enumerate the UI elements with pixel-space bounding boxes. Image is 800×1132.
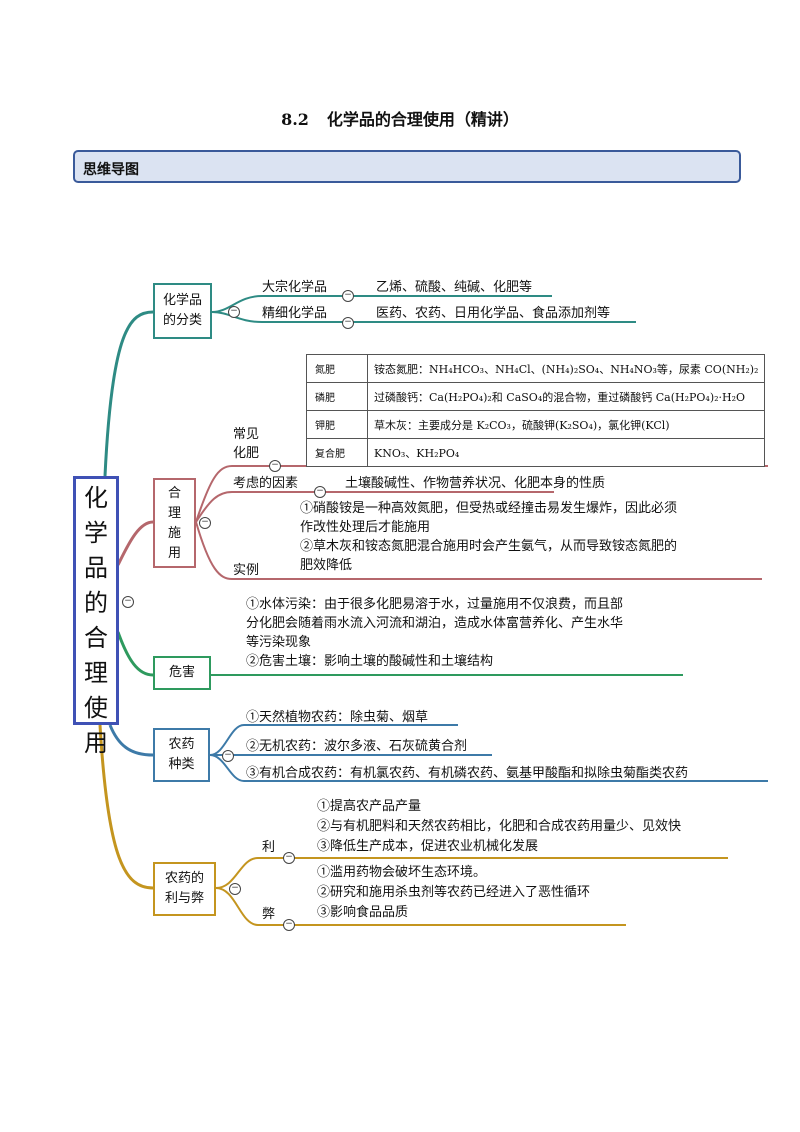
leaf-harm-line: 等污染现象 xyxy=(246,635,312,650)
section-label: 思维导图 xyxy=(83,162,139,178)
leaf-factors: 土壤酸碱性、作物营养状况、化肥本身的性质 xyxy=(345,476,606,491)
collapse-icon[interactable]: − xyxy=(229,883,241,895)
root-char: 的 xyxy=(84,589,108,617)
subnode-example: 实例 xyxy=(233,563,260,578)
table-row: 钾肥草木灰：主要成分是 K₂CO₃，硫酸钾(K₂SO₄)，氯化钾(KCl) xyxy=(306,410,766,439)
collapse-icon[interactable]: − xyxy=(199,517,211,529)
subnode-pros: 利 xyxy=(262,840,276,855)
leaf-harm-line: ①水体污染：由于很多化肥易溶于水，过量施用不仅浪费，而且部 xyxy=(246,597,624,612)
collapse-icon[interactable]: − xyxy=(314,486,326,498)
collapse-icon[interactable]: − xyxy=(342,317,354,329)
collapse-icon[interactable]: − xyxy=(342,290,354,302)
root-char: 合 xyxy=(84,624,108,652)
node-label-line: 种类 xyxy=(168,757,195,772)
subnode-factors: 考虑的因素 xyxy=(233,476,299,491)
root-char: 学 xyxy=(84,519,108,547)
fertilizer-desc: 草木灰：主要成分是 K₂CO₃，硫酸钾(K₂SO₄)，氯化钾(KCl) xyxy=(366,410,766,439)
table-row: 氮肥铵态氮肥：NH₄HCO₃、NH₄Cl、(NH₄)₂SO₄、NH₄NO₃等，尿… xyxy=(306,354,766,383)
fertilizer-desc: 过磷酸钙：Ca(H₂PO₄)₂和 CaSO₄的混合物，重过磷酸钙 Ca(H₂PO… xyxy=(366,382,766,411)
page-title: 8.2 化学品的合理使用（精讲） xyxy=(0,106,800,130)
leaf-cons-line: ①滥用药物会破坏生态环境。 xyxy=(317,865,487,880)
leaf-example-line: ①硝酸铵是一种高效氮肥，但受热或经撞击易发生爆炸，因此必须 xyxy=(300,501,678,516)
title-text: 化学品的合理使用（精讲） xyxy=(326,110,519,129)
node-label-line: 利与弊 xyxy=(164,891,204,906)
root-node[interactable]: 化 学 品 的 合 理 使 用 xyxy=(73,476,119,757)
root-char: 化 xyxy=(84,484,108,512)
subnode-fine-chemicals: 精细化学品 xyxy=(262,306,328,321)
section-number: 8.2 xyxy=(281,110,309,129)
subnode-cons: 弊 xyxy=(262,907,276,922)
table-row: 磷肥过磷酸钙：Ca(H₂PO₄)₂和 CaSO₄的混合物，重过磷酸钙 Ca(H₂… xyxy=(306,382,766,411)
node-pros-cons[interactable]: 农药的 利与弊 xyxy=(153,862,216,916)
leaf-pesticide-type: ①天然植物农药：除虫菊、烟草 xyxy=(246,710,429,725)
fertilizer-table: 氮肥铵态氮肥：NH₄HCO₃、NH₄Cl、(NH₄)₂SO₄、NH₄NO₃等，尿… xyxy=(306,354,766,467)
fertilizer-desc: KNO₃、KH₂PO₄ xyxy=(366,438,766,467)
collapse-icon[interactable]: − xyxy=(269,460,281,472)
leaf-pros-line: ①提高农产品产量 xyxy=(317,799,422,814)
leaf-cons-line: ③影响食品品质 xyxy=(317,905,409,920)
section-header-bar: 思维导图 xyxy=(73,150,741,183)
collapse-icon[interactable]: − xyxy=(122,596,134,608)
root-char: 理 xyxy=(84,659,108,687)
node-label: 合理施用 xyxy=(167,486,181,561)
leaf-pros-line: ②与有机肥料和天然农药相比，化肥和合成农药用量少、见效快 xyxy=(317,819,682,834)
collapse-icon[interactable]: − xyxy=(228,306,240,318)
node-label-line: 化学品 xyxy=(162,293,202,308)
leaf-pesticide-type: ③有机合成农药：有机氯农药、有机磷农药、氨基甲酸酯和拟除虫菊酯类农药 xyxy=(246,766,689,781)
fertilizer-type: 磷肥 xyxy=(306,382,368,411)
leaf-pros-line: ③降低生产成本，促进农业机械化发展 xyxy=(317,839,539,854)
fertilizer-desc: 铵态氮肥：NH₄HCO₃、NH₄Cl、(NH₄)₂SO₄、NH₄NO₃等，尿素 … xyxy=(366,354,766,383)
leaf-harm-line: 分化肥会随着雨水流入河流和湖泊，造成水体富营养化、产生水华 xyxy=(246,616,624,631)
fertilizer-type: 氮肥 xyxy=(306,354,368,383)
node-label-line: 农药的 xyxy=(164,871,204,886)
leaf-pesticide-type: ②无机农药：波尔多液、石灰硫黄合剂 xyxy=(246,739,468,754)
leaf-example-line: 作改性处理后才能施用 xyxy=(300,520,431,535)
root-char: 使 xyxy=(84,694,108,722)
leaf-fine-chemicals: 医药、农药、日用化学品、食品添加剂等 xyxy=(376,306,611,321)
node-label-line: 农药 xyxy=(168,737,195,752)
root-char: 品 xyxy=(84,554,108,582)
node-rational-use[interactable]: 合理施用 xyxy=(153,478,196,568)
collapse-icon[interactable]: − xyxy=(222,750,234,762)
node-harm[interactable]: 危害 xyxy=(153,656,211,690)
fertilizer-type: 钾肥 xyxy=(306,410,368,439)
subnode-bulk-chemicals: 大宗化学品 xyxy=(262,280,328,295)
collapse-icon[interactable]: − xyxy=(283,919,295,931)
leaf-bulk-chemicals: 乙烯、硫酸、纯碱、化肥等 xyxy=(376,280,533,295)
leaf-cons-line: ②研究和施用杀虫剂等农药已经进入了恶性循环 xyxy=(317,885,591,900)
leaf-harm-line: ②危害土壤：影响土壤的酸碱性和土壤结构 xyxy=(246,654,494,669)
subnode-common-fertilizers: 常见化肥 xyxy=(233,427,260,461)
leaf-example-line: 肥效降低 xyxy=(300,558,353,573)
leaf-example-line: ②草木灰和铵态氮肥混合施用时会产生氨气，从而导致铵态氮肥的 xyxy=(300,539,678,554)
node-label-line: 的分类 xyxy=(162,313,202,328)
root-char: 用 xyxy=(84,729,108,757)
fertilizer-type: 复合肥 xyxy=(306,438,368,467)
node-pesticide-types[interactable]: 农药 种类 xyxy=(153,728,210,782)
node-label: 危害 xyxy=(168,665,195,680)
collapse-icon[interactable]: − xyxy=(283,852,295,864)
node-classification[interactable]: 化学品 的分类 xyxy=(153,283,212,339)
